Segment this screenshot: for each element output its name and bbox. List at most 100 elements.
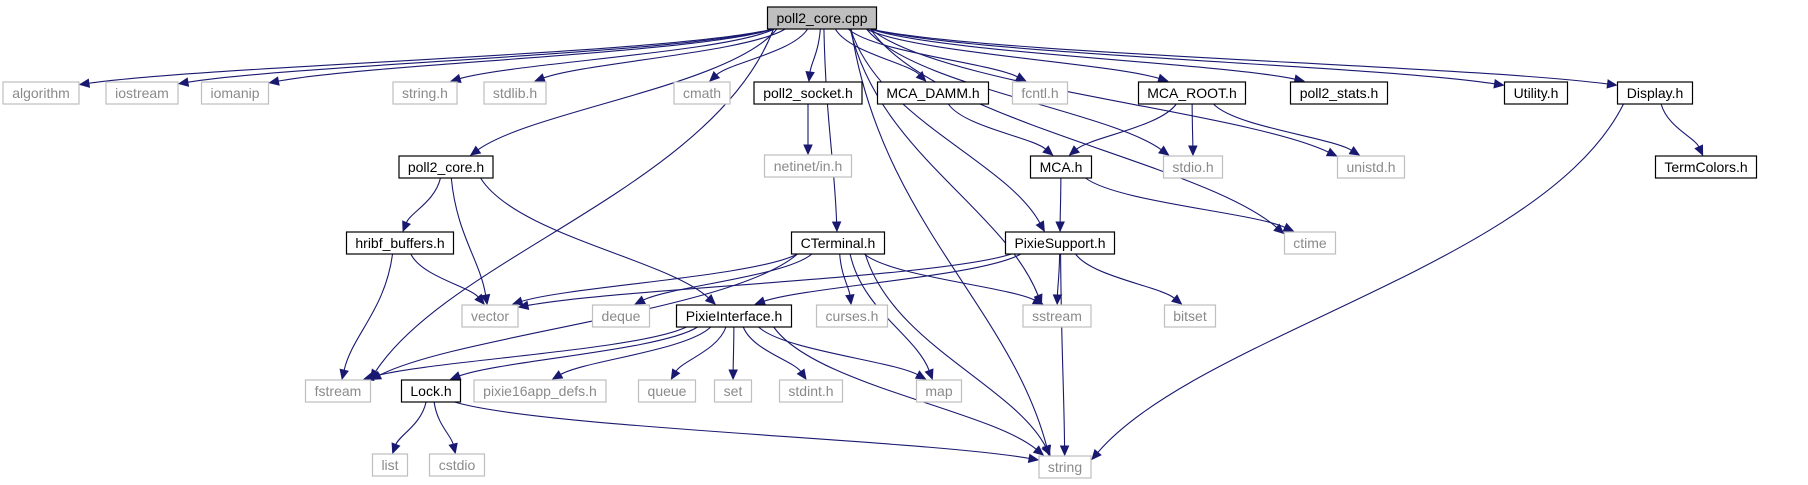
edge-root-to-fcntl-h [847, 28, 1018, 78]
node-label: PixieInterface.h [686, 308, 783, 324]
node-box [105, 81, 179, 105]
edge-root-to-string-h [459, 28, 775, 80]
node-label: queue [648, 383, 687, 399]
edge-root-to-iomanip [278, 28, 774, 82]
node-box [778, 379, 844, 403]
node-box [1029, 155, 1093, 179]
node-cterminal-h[interactable]: CTerminal.h [790, 231, 886, 255]
node-box [675, 304, 793, 328]
node-label: unistd.h [1346, 159, 1395, 175]
node-box [200, 81, 270, 105]
node-poll2-core-h[interactable]: poll2_core.h [398, 155, 494, 179]
edge-root-to-string [850, 28, 1048, 447]
edge-cterminal-h-to-string [864, 253, 1047, 448]
node-box [763, 154, 853, 178]
node-label: poll2_stats.h [1300, 85, 1379, 101]
node-cmath: cmath [673, 81, 731, 105]
node-box [790, 231, 886, 255]
node-set: set [713, 379, 753, 403]
edge-pixiesupport-h-to-bitset [1075, 253, 1175, 299]
node-label: stdint.h [788, 383, 833, 399]
node-box [591, 304, 651, 328]
node-box [1163, 304, 1217, 328]
node-box [673, 81, 731, 105]
arrowhead [1694, 144, 1704, 157]
arrowhead [924, 368, 934, 381]
arrowhead [1157, 73, 1169, 83]
arrowhead [634, 295, 646, 305]
arrowhead [480, 293, 491, 306]
node-fstream: fstream [304, 379, 372, 403]
node-utility-h[interactable]: Utility.h [1503, 81, 1569, 105]
arrowhead [78, 78, 91, 88]
edge-lock-h-to-cstdio [433, 401, 454, 445]
edges-layer [78, 28, 1704, 463]
edge-root-to-stdlib-h [543, 28, 786, 79]
arrowhead [534, 73, 546, 83]
arrowhead [915, 70, 927, 82]
node-box [473, 379, 607, 403]
edge-pixieinterface-h-to-fstream [372, 326, 687, 378]
arrowhead [1032, 445, 1045, 456]
node-pixiesupport-h[interactable]: PixieSupport.h [1004, 231, 1116, 255]
edge-root-to-mca-root-h [866, 28, 1160, 79]
node-label: algorithm [12, 85, 70, 101]
node-stdint-h: stdint.h [778, 379, 844, 403]
node-stdio-h: stdio.h [1162, 155, 1224, 179]
arrowhead [339, 368, 349, 381]
node-list: list [371, 453, 409, 477]
node-box [753, 81, 863, 105]
node-mca-root-h[interactable]: MCA_ROOT.h [1137, 81, 1247, 105]
edge-pixieinterface-h-to-lock-h [459, 326, 698, 377]
node-map: map [915, 379, 963, 403]
node-label: vector [471, 308, 509, 324]
arrowhead [704, 294, 716, 305]
node-root[interactable]: poll2_core.cpp [766, 6, 878, 30]
node-box [1004, 231, 1116, 255]
node-lock-h[interactable]: Lock.h [400, 379, 462, 403]
node-box [1022, 304, 1092, 328]
edge-root-to-sstream [849, 28, 1039, 296]
node-poll2-socket-h[interactable]: poll2_socket.h [753, 81, 863, 105]
node-box [400, 379, 462, 403]
node-mca-h[interactable]: MCA.h [1029, 155, 1093, 179]
edge-cterminal-h-to-vector [521, 253, 798, 302]
node-label: poll2_core.h [408, 159, 484, 175]
node-box [1162, 155, 1224, 179]
edge-root-to-utility-h [870, 28, 1495, 85]
node-vector: vector [461, 304, 519, 328]
arrowhead [1188, 145, 1198, 157]
arrowhead [831, 221, 842, 233]
edge-root-to-algorithm [88, 28, 774, 84]
node-label: cstdio [439, 457, 476, 473]
edge-display-h-to-string [1097, 103, 1624, 453]
node-fcntl-h: fcntl.h [1011, 81, 1069, 105]
arrowhead [1348, 145, 1361, 156]
arrowhead [551, 370, 564, 380]
node-label: pixie16app_defs.h [483, 383, 597, 399]
node-label: fstream [315, 383, 362, 399]
edge-cterminal-h-to-curses-h [839, 253, 851, 296]
node-hribf-buffers-h[interactable]: hribf_buffers.h [345, 231, 455, 255]
node-display-h[interactable]: Display.h [1616, 81, 1694, 105]
node-box [766, 6, 878, 30]
arrowhead [177, 77, 190, 87]
node-label: netinet/in.h [774, 158, 843, 174]
edge-root-to-cterminal-h [823, 28, 838, 223]
edge-root-to-fstream [375, 28, 775, 372]
edge-cterminal-h-to-deque [643, 253, 813, 301]
node-termcolors-h[interactable]: TermColors.h [1654, 155, 1758, 179]
node-pixieinterface-h[interactable]: PixieInterface.h [675, 304, 793, 328]
edge-mca-damm-h-to-mca-h [947, 103, 1047, 150]
edge-poll2-core-h-to-hribf-buffers-h [405, 177, 442, 223]
edge-poll2-core-h-to-pixieinterface-h [480, 177, 709, 299]
node-poll2-stats-h[interactable]: poll2_stats.h [1289, 81, 1389, 105]
node-box [713, 379, 753, 403]
node-mca-damm-h[interactable]: MCA_DAMM.h [876, 81, 990, 105]
node-label: ctime [1293, 235, 1327, 251]
node-ctime: ctime [1283, 231, 1337, 255]
node-label: bitset [1173, 308, 1207, 324]
node-box [371, 453, 409, 477]
node-label: TermColors.h [1664, 159, 1747, 175]
